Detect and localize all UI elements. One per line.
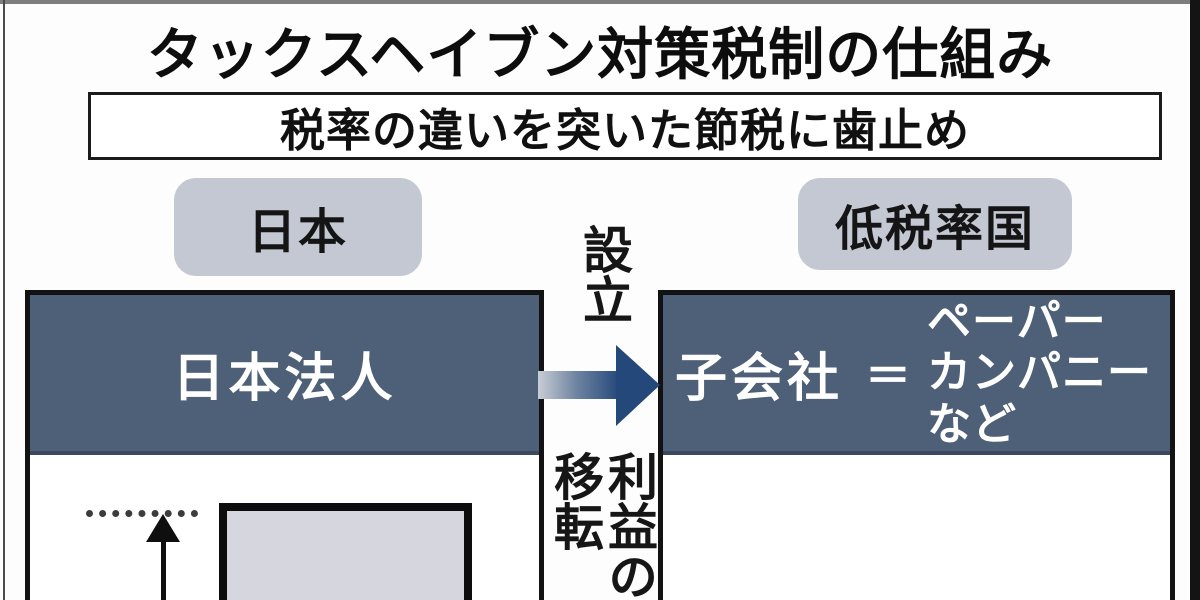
inner-entity-box — [219, 503, 472, 600]
japan-corporation-label: 日本法人 — [172, 349, 397, 408]
frame-right-border — [1190, 0, 1200, 600]
subsidiary-box: 子会社 ＝ ペーパー カンパニー など — [658, 290, 1175, 600]
subsidiary-alias-line-3: など — [927, 399, 1018, 449]
equals-sign: ＝ — [865, 350, 912, 402]
region-label-low-tax-text: 低税率国 — [834, 203, 1035, 256]
subtitle-text: 税率の違いを突いた節税に歯止め — [279, 104, 970, 156]
right-arrow-icon — [538, 345, 660, 426]
region-label-japan: 日本 — [174, 178, 422, 276]
region-label-low-tax-country: 低税率国 — [798, 178, 1072, 270]
subsidiary-alias-line-2: カンパニー — [927, 348, 1153, 398]
subsidiary-label: 子会社 — [675, 349, 844, 408]
dotted-threshold-line — [86, 510, 198, 517]
subsidiary-alias-line-1: ペーパー — [927, 297, 1107, 347]
up-arrow-icon — [146, 514, 180, 542]
establish-flow-label: 設立 — [576, 224, 632, 324]
subsidiary-alias: ペーパー カンパニー など — [927, 296, 1152, 449]
subtitle-box: 税率の違いを突いた節税に歯止め — [88, 92, 1162, 160]
frame-top-border — [0, 0, 1200, 4]
page-title: タックスヘイブン対策税制の仕組み — [146, 23, 1054, 86]
japan-corporation-header: 日本法人 — [30, 295, 539, 455]
region-label-japan-text: 日本 — [247, 206, 348, 259]
profit-transfer-flow-label: 利益の移転 — [547, 451, 657, 600]
subsidiary-header: 子会社 ＝ ペーパー カンパニー など — [663, 295, 1170, 455]
frame-left-border — [3, 0, 5, 600]
up-arrow-shaft — [161, 540, 166, 600]
